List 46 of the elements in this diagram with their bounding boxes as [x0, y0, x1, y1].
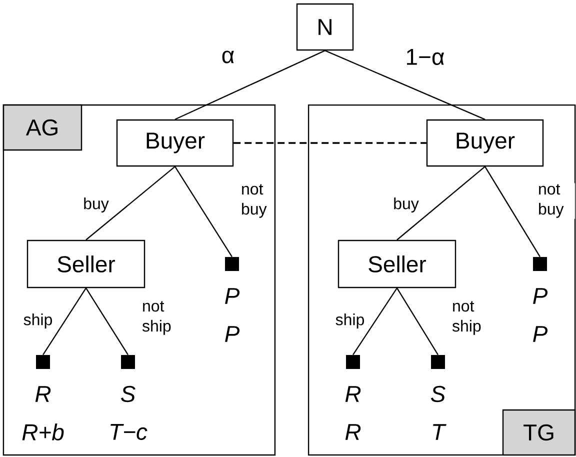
edge-label: not ship — [141, 300, 179, 336]
tree-branch — [86, 166, 176, 240]
payoff-label: T−c — [110, 424, 148, 440]
panel-tab: AG — [2, 104, 82, 151]
terminal-square — [431, 354, 445, 369]
player-box: N — [296, 3, 354, 51]
tree-branch — [352, 288, 398, 356]
tree-branch — [86, 288, 129, 356]
payoff-label: P — [225, 326, 240, 342]
payoff-label: T — [433, 424, 446, 440]
edge-label: ship — [334, 312, 366, 330]
player-box: Buyer — [116, 119, 234, 167]
payoff-label: S — [431, 386, 446, 402]
edge-label: not ship — [451, 300, 489, 336]
tree-branch — [42, 288, 86, 356]
tree-branch — [234, 142, 426, 144]
player-box: Seller — [338, 240, 456, 288]
edge-label: α — [220, 50, 236, 64]
tree-branch — [324, 50, 486, 120]
tree-branch — [484, 166, 541, 258]
edge-label: ship — [22, 312, 54, 330]
edge-label: buy — [82, 196, 110, 214]
terminal-square — [225, 257, 239, 271]
payoff-label: R+b — [22, 424, 64, 440]
payoff-label: R — [35, 386, 51, 402]
tree-branch — [396, 288, 439, 356]
tree-branch — [174, 50, 326, 120]
player-box: Seller — [26, 240, 146, 288]
terminal-square — [346, 354, 360, 369]
terminal-square — [533, 257, 547, 271]
terminal-square — [36, 354, 50, 369]
edge-label: not buy — [240, 183, 272, 219]
payoff-label: R — [345, 386, 361, 402]
payoff-label: R — [345, 424, 361, 440]
player-box: Buyer — [426, 119, 544, 167]
panel-tab: TG — [502, 409, 576, 456]
tree-branch — [396, 166, 486, 240]
payoff-label: P — [225, 288, 240, 304]
payoff-label: P — [533, 288, 548, 304]
edge-label: not buy — [537, 183, 575, 219]
tree-branch — [174, 166, 233, 258]
payoff-label: S — [121, 386, 136, 402]
terminal-square — [121, 354, 135, 369]
payoff-label: P — [533, 326, 548, 342]
edge-label: buy — [392, 196, 420, 214]
edge-label: 1−α — [404, 48, 446, 66]
